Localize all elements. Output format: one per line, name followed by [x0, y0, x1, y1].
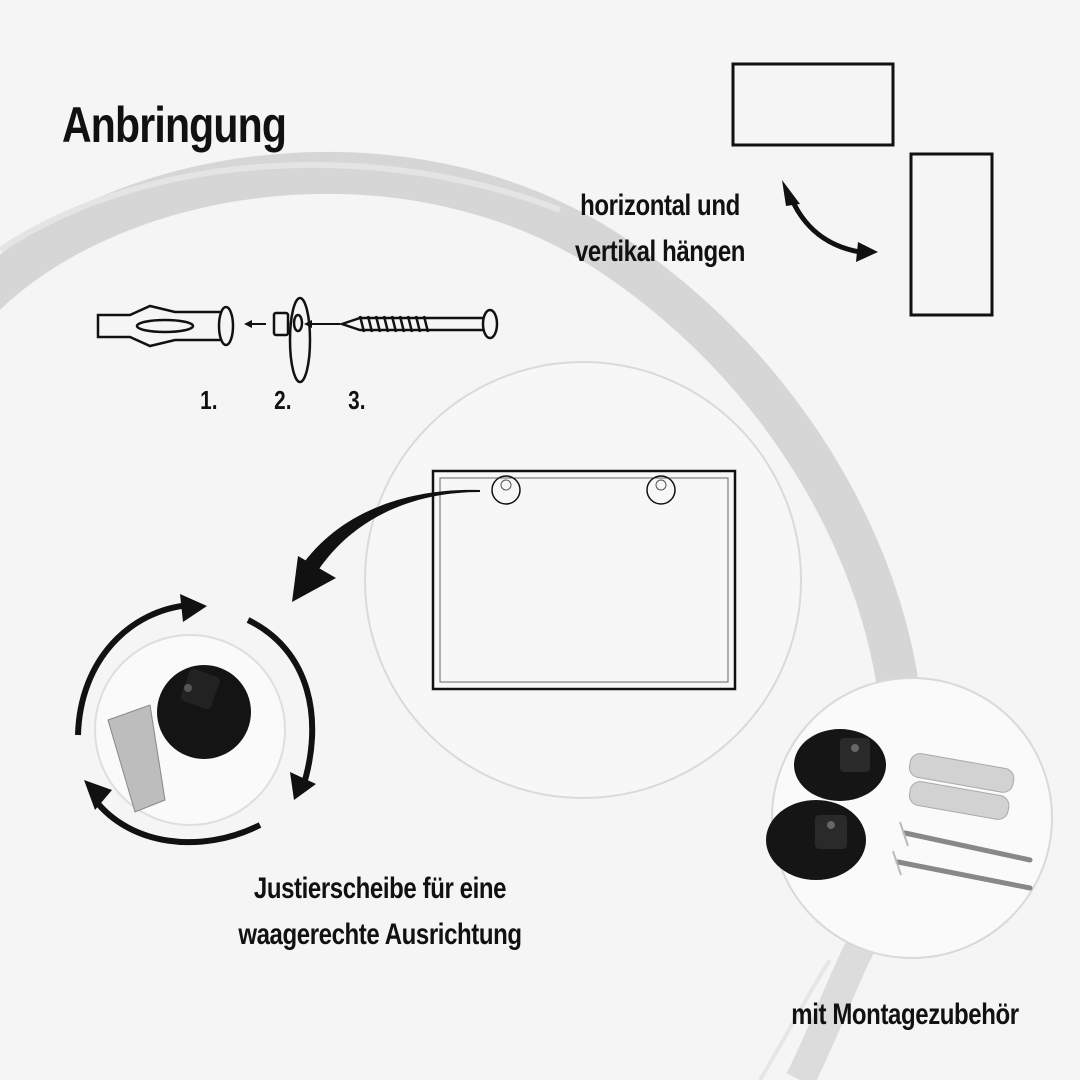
landscape-frame-icon — [731, 62, 895, 147]
adjustment-disc-photo — [766, 800, 866, 880]
step-number-1: 1. — [200, 385, 218, 415]
screw-icon — [338, 308, 499, 340]
orientation-label: horizontal und vertikal hängen — [548, 183, 772, 275]
adjustment-disc-icon — [272, 296, 312, 384]
accessories-label: mit Montagezubehör — [791, 998, 1019, 1031]
step-number-3: 3. — [348, 385, 366, 415]
orientation-label-line1: horizontal und — [580, 189, 740, 222]
adjustment-label: Justierscheibe für eine waagerechte Ausr… — [212, 866, 548, 958]
mount-point-icon — [646, 475, 676, 505]
adjustment-label-line1: Justierscheibe für eine — [253, 872, 507, 905]
adjustment-disc-photo — [157, 665, 251, 759]
wall-plug-icon — [96, 304, 235, 348]
page-title: Anbringung — [62, 96, 287, 153]
adjustment-disc-photo — [794, 729, 886, 801]
rotation-arrows-icon — [75, 602, 316, 846]
orientation-label-line2: vertikal hängen — [574, 235, 746, 268]
pointer-arrowhead-icon — [292, 556, 336, 602]
screw-photo — [895, 830, 1033, 891]
bracket-photo — [107, 704, 166, 813]
wall-plug-photo — [908, 753, 1015, 820]
pointer-arrow-icon — [300, 489, 480, 575]
portrait-frame-icon — [909, 152, 994, 317]
rotate-double-arrow-icon — [782, 180, 878, 262]
step-number-2: 2. — [274, 385, 292, 415]
adjustment-label-line2: waagerechte Ausrichtung — [238, 918, 522, 951]
mount-point-icon — [491, 475, 521, 505]
